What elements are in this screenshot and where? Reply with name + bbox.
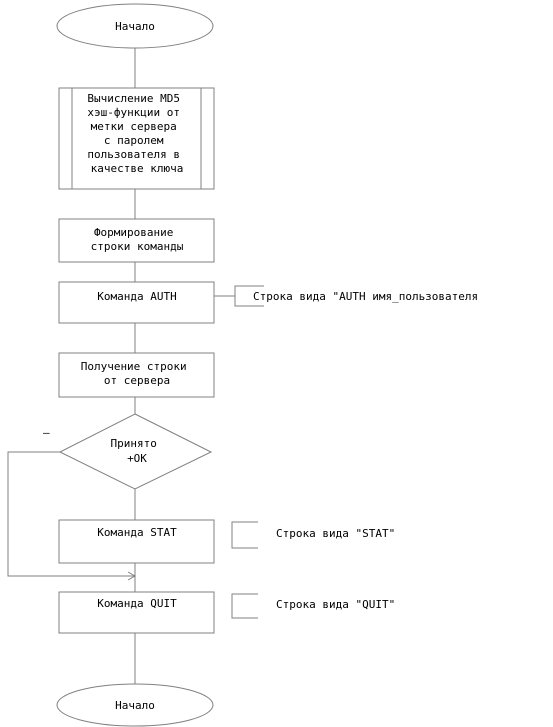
build-line-1: Формирование: [94, 226, 173, 239]
stat-note-label: Строка вида "STAT": [276, 527, 395, 540]
quit-command-box: [58, 591, 215, 634]
md5-line-3: метки сервера: [91, 120, 177, 133]
md5-process-text: Вычисление MD5 хэш-функции от метки серв…: [87, 92, 186, 175]
decision-diamond: [58, 413, 213, 490]
build-line-2: строки команды: [91, 240, 184, 253]
quit-note-label: Строка вида "QUIT": [276, 598, 395, 611]
auth-command-box: [58, 281, 215, 324]
end-label: Начало: [115, 699, 155, 712]
md5-process-box: [58, 87, 215, 190]
start-terminator: [56, 3, 214, 49]
quit-note-bracket: [231, 593, 258, 619]
auth-note-bracket: [234, 285, 264, 307]
connector-decision-no-branch: [7, 451, 135, 577]
stat-command-label: Команда STAT: [97, 526, 177, 539]
receive-line-2: от сервера: [104, 374, 170, 387]
build-command-box: [58, 218, 215, 263]
md5-line-6: качестве ключа: [91, 162, 184, 175]
md5-line-5: пользователя в: [87, 148, 180, 161]
build-command-text: Формирование строки команды: [91, 226, 184, 253]
receive-string-box: [58, 352, 215, 398]
auth-note-label: Строка вида "AUTH имя_пользователя: [253, 290, 478, 303]
decision-line-2: +OK: [127, 452, 147, 465]
stat-command-box: [58, 519, 215, 564]
md5-line-2: хэш-функции от: [87, 106, 180, 119]
stat-note-bracket: [231, 521, 258, 549]
quit-command-label: Команда QUIT: [97, 597, 177, 610]
receive-string-text: Получение строки от сервера: [81, 360, 194, 387]
receive-line-1: Получение строки: [81, 360, 187, 373]
decision-line-1: Принято: [111, 437, 157, 450]
decision-text: Принято +OK: [111, 437, 164, 465]
start-label: Начало: [115, 20, 155, 33]
decision-no-label: –: [43, 426, 50, 439]
md5-line-1: Вычисление MD5: [87, 92, 180, 105]
md5-line-4: с паролем: [104, 134, 164, 147]
auth-command-label: Команда AUTH: [97, 290, 176, 303]
end-terminator: [56, 683, 214, 727]
arrow-head-icon: [127, 571, 137, 581]
md5-process: Вычисление MD5 хэш-функции от метки серв…: [58, 87, 215, 190]
